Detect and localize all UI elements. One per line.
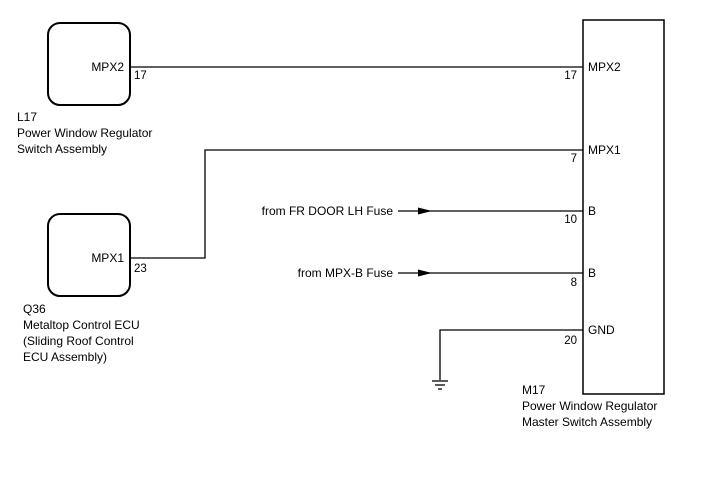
m17-pin-number: 17 [564,70,577,82]
m17-caption-line: Master Switch Assembly [522,415,652,429]
arrow-head-icon [418,207,432,215]
wire-ground [439,329,583,380]
m17-pin-name: GND [588,323,615,337]
ground-icon [432,380,448,390]
q36-pin-name: MPX1 [91,251,124,265]
q36-connector-box [47,213,131,297]
l17-connector-box [47,22,131,106]
m17-pin-number: 7 [571,153,577,165]
l17-caption-line: L17 [17,110,37,124]
q36-caption-line: Q36 [23,302,46,316]
source-label-mpx-b: from MPX-B Fuse [298,266,394,280]
m17-pin-number: 20 [564,335,577,347]
m17-pin-number: 8 [571,277,577,289]
q36-caption-line: Metaltop Control ECU [23,318,140,332]
m17-pin-name: B [588,204,596,218]
m17-pin-number: 10 [564,214,577,226]
l17-pin-number: 17 [134,70,147,82]
q36-caption-line: (Sliding Roof Control [23,334,134,348]
m17-pin-name: B [588,266,596,280]
l17-pin-name: MPX2 [91,60,124,74]
q36-caption-line: ECU Assembly) [23,350,107,364]
m17-pin-name: MPX2 [588,60,621,74]
m17-caption-line: Power Window Regulator [522,399,657,413]
m17-pin-name: MPX1 [588,143,621,157]
wire-mpx1 [130,149,583,259]
q36-pin-number: 23 [134,263,147,275]
arrow-head-icon [418,269,432,277]
source-label-fr-door-lh: from FR DOOR LH Fuse [262,204,394,218]
l17-caption-line: Switch Assembly [17,142,107,156]
m17-connector-box [582,19,665,395]
l17-caption-line: Power Window Regulator [17,126,152,140]
m17-caption-line: M17 [522,383,546,397]
